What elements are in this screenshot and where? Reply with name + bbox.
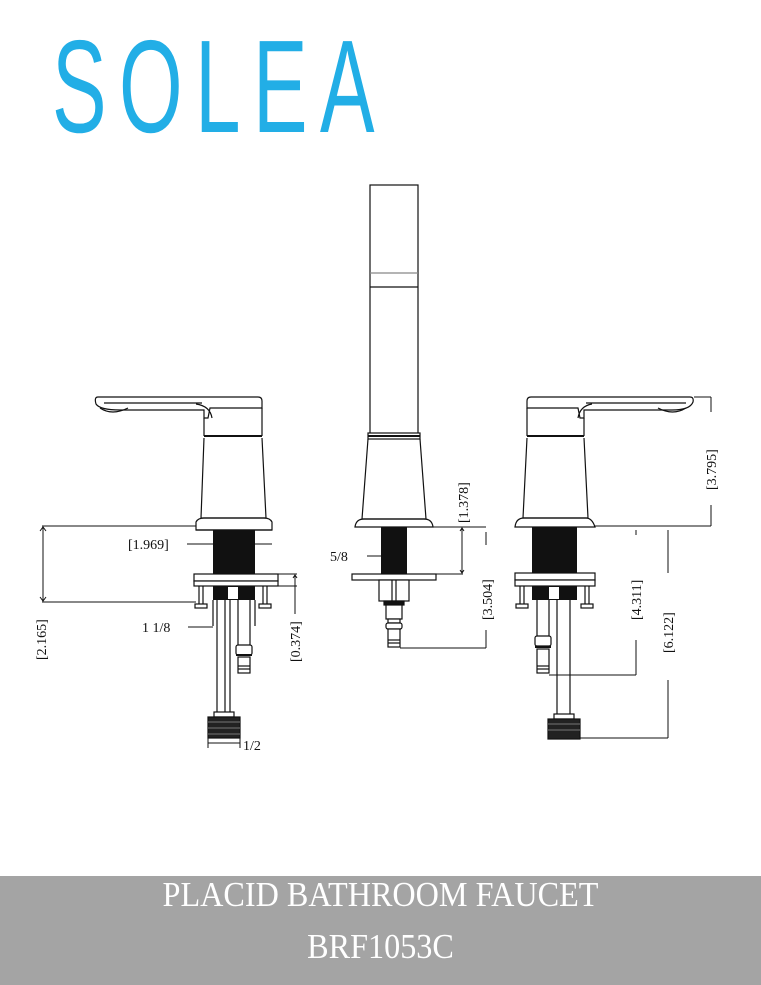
dim-6122: [6.122] [662,612,677,653]
product-name: PLACID BATHROOM FAUCET [162,875,599,914]
dim-1-1-8: 1 1/8 [142,621,170,636]
dim-3504: [3.504] [481,579,496,620]
technical-drawing: [1.969] [2.165] [0.374] 1 1/8 1/2 [1.378… [35,184,720,754]
dim-1378: [1.378] [457,482,472,523]
dim-4311: [4.311] [630,580,645,620]
dim-0374: [0.374] [289,621,304,662]
dim-5-8: 5/8 [330,550,348,565]
left-handle-valve [94,396,273,531]
model-number: BRF1053C [307,927,454,966]
logo-text: SOLEA [52,13,387,160]
right-handle-valve [514,396,694,528]
dim-1969: [1.969] [128,538,169,553]
left-shank [213,530,255,574]
dim-3795: [3.795] [705,449,720,490]
dim-1-2: 1/2 [243,739,261,754]
dim-2165: [2.165] [35,619,50,660]
spout [354,184,434,528]
spout-shank [381,527,407,575]
right-shank [532,527,577,573]
brand-logo: SOLEA [52,21,375,153]
footer-banner: PLACID BATHROOM FAUCET BRF1053C [0,876,761,985]
